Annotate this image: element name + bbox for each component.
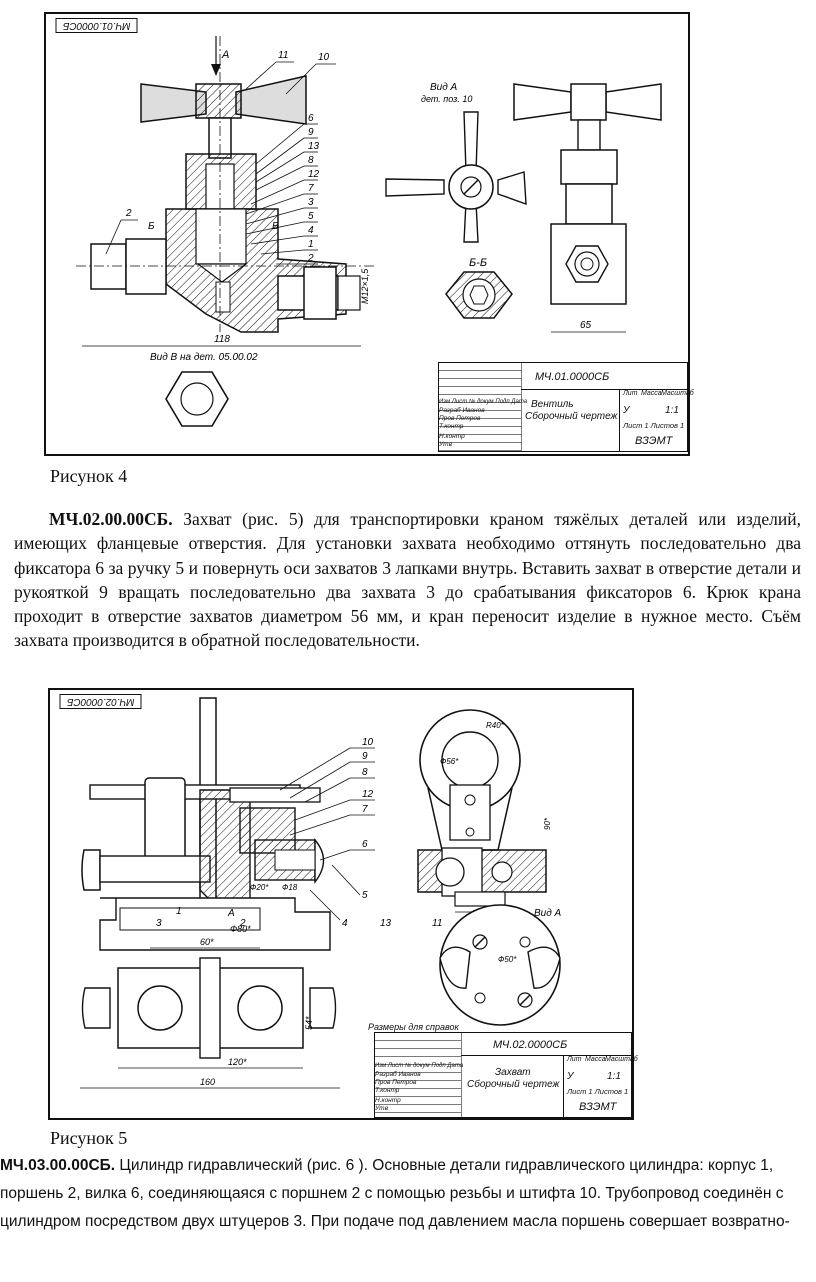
title-block-row-approved: Утв: [375, 1105, 388, 1112]
dimension-d50: Ф50*: [498, 955, 517, 964]
arrow-a-label: А: [221, 49, 229, 61]
gripper-assembly-drawing: А Ф80* 60* Ф20* Ф18 120* 160 54*: [80, 697, 562, 1089]
dimension-d80: Ф80*: [230, 924, 251, 934]
callout-6: 6: [308, 113, 314, 124]
title-block-doc-type: Сборочный чертеж: [467, 1079, 560, 1090]
callout-12: 12: [362, 789, 374, 800]
paragraph-gripper-text: Захват (рис. 5) для транспортировки кран…: [14, 509, 801, 651]
title-block-org: ВЗЭМТ: [635, 435, 673, 447]
title-block-row-header: Изм Лист № докум Подп Дата: [375, 1063, 464, 1069]
paragraph-cylinder-code: МЧ.03.00.00СБ.: [0, 1157, 116, 1174]
callout-4: 4: [308, 225, 314, 236]
callout-4: 4: [342, 918, 348, 929]
callout-11: 11: [432, 918, 442, 929]
callout-2: 2: [307, 253, 314, 264]
paragraph-gripper-description: МЧ.02.00.00СБ. Захват (рис. 5) для транс…: [14, 507, 801, 653]
dimension-120: 120*: [228, 1057, 247, 1067]
title-block-scale-header: Масштаб: [605, 1056, 638, 1063]
dimension-60: 60*: [200, 937, 214, 947]
reference-note: Размеры для справок: [368, 1022, 459, 1032]
callout-1: 1: [308, 239, 314, 250]
title-block-grid: [375, 1033, 462, 1117]
callout-2: 2: [239, 918, 246, 929]
callout-11: 11: [278, 50, 288, 61]
title-block-doc-type: Сборочный чертеж: [525, 411, 618, 422]
callout-3: 3: [308, 197, 314, 208]
figure-5-drawing: МЧ.02.0000СБ А Ф80* 60* Ф20* Ф18: [48, 688, 638, 1120]
title-block-lit: У: [567, 1071, 574, 1082]
title-block-lit-header: Лит: [567, 1056, 582, 1063]
title-block-name: Захват: [495, 1067, 531, 1078]
callout-9: 9: [308, 127, 314, 138]
title-block-row-developer: Разраб Иванов: [439, 407, 485, 414]
paragraph-gripper-code: МЧ.02.00.00СБ.: [49, 509, 173, 529]
dimension-d56: Ф56*: [440, 757, 459, 766]
title-block-row-approved: Утв: [439, 441, 452, 448]
callout-5: 5: [308, 211, 314, 222]
arrow-a-label: А: [227, 908, 235, 919]
paragraph-cylinder-text: Цилиндр гидравлический (рис. 6 ). Основн…: [0, 1157, 790, 1230]
dimension-160: 160: [200, 1077, 215, 1087]
callout-6: 6: [362, 839, 368, 850]
title-block-row-ncontrol: Н.контр: [439, 433, 465, 440]
callout-9: 9: [362, 751, 368, 762]
title-block-scale: 1:1: [665, 405, 679, 416]
title-block-scale-header: Масштаб: [661, 390, 694, 397]
figure-4-caption: Рисунок 4: [50, 466, 128, 486]
view-b-label: Вид В на дет. 05.00.02: [150, 352, 258, 363]
title-block: МЧ.01.0000СБ Изм Лист № докум Подп Дата …: [438, 362, 694, 452]
callout-7: 7: [362, 804, 368, 815]
dimension-90: 90*: [543, 817, 552, 830]
title-block-code: МЧ.01.0000СБ: [535, 371, 610, 383]
title-block-code: МЧ.02.0000СБ: [493, 1039, 568, 1051]
callout-5: 5: [362, 890, 368, 901]
title-block-row-checker: Пров Петров: [375, 1079, 417, 1086]
valve-assembly-drawing: А 118 М12×1,5 11 10 6 9 13 8: [76, 36, 662, 427]
title-block-name: Вентиль: [531, 399, 574, 410]
title-block-row-tcontrol: Т.контр: [439, 423, 464, 430]
title-block: МЧ.02.0000СБ Изм Лист № докум Подп Дата …: [374, 1032, 638, 1118]
view-a-sublabel: дет. поз. 10: [421, 94, 472, 104]
figure-5-caption: Рисунок 5: [50, 1128, 128, 1148]
callout-13: 13: [380, 918, 392, 929]
title-block-row-header: Изм Лист № докум Подп Дата: [439, 399, 528, 405]
callout-3: 3: [156, 918, 162, 929]
callout-1: 1: [176, 906, 182, 917]
title-block-sheet: Лист 1 Листов 1: [623, 421, 685, 430]
title-block-mass-header: Масса: [585, 1056, 606, 1063]
dimension-54: 54*: [304, 1016, 314, 1030]
title-block-org: ВЗЭМТ: [579, 1101, 617, 1113]
title-block-mass-header: Масса: [641, 390, 662, 397]
callout-13: 13: [308, 141, 320, 152]
figure-4-drawing: МЧ.01.0000СБ А: [44, 12, 694, 456]
paragraph-cylinder-description: МЧ.03.00.00СБ. Цилиндр гидравлический (р…: [0, 1152, 812, 1236]
callout-8: 8: [308, 155, 314, 166]
title-block-row-checker: Пров Петров: [439, 415, 481, 422]
dimension-thread: М12×1,5: [360, 268, 370, 304]
dimension-r40: R40*: [486, 721, 505, 730]
title-block-lit: У: [623, 405, 630, 416]
title-block-grid: [439, 363, 522, 451]
dimension-d20: Ф20*: [250, 883, 269, 892]
callout-10: 10: [318, 52, 330, 63]
callout-2-left: 2: [125, 208, 132, 219]
dimension-65: 65: [580, 320, 592, 331]
callout-8: 8: [362, 767, 368, 778]
view-a-label: Вид А: [430, 82, 458, 93]
title-block-row-tcontrol: Т.контр: [375, 1087, 400, 1094]
title-block-scale: 1:1: [607, 1071, 621, 1082]
callout-12: 12: [308, 169, 320, 180]
view-a-label: Вид А: [534, 908, 562, 919]
dimension-d18: Ф18: [282, 883, 298, 892]
section-bb-label: Б-Б: [469, 257, 487, 269]
title-block-sheet: Лист 1 Листов 1: [567, 1087, 629, 1096]
section-mark-b-left: Б: [148, 221, 155, 232]
section-mark-b-right: Б: [272, 221, 279, 232]
callout-7: 7: [308, 183, 314, 194]
title-block-lit-header: Лит: [623, 390, 638, 397]
title-block-row-developer: Разраб Иванов: [375, 1071, 421, 1078]
title-block-row-ncontrol: Н.контр: [375, 1097, 401, 1104]
dimension-118: 118: [214, 334, 230, 345]
callout-10: 10: [362, 737, 374, 748]
